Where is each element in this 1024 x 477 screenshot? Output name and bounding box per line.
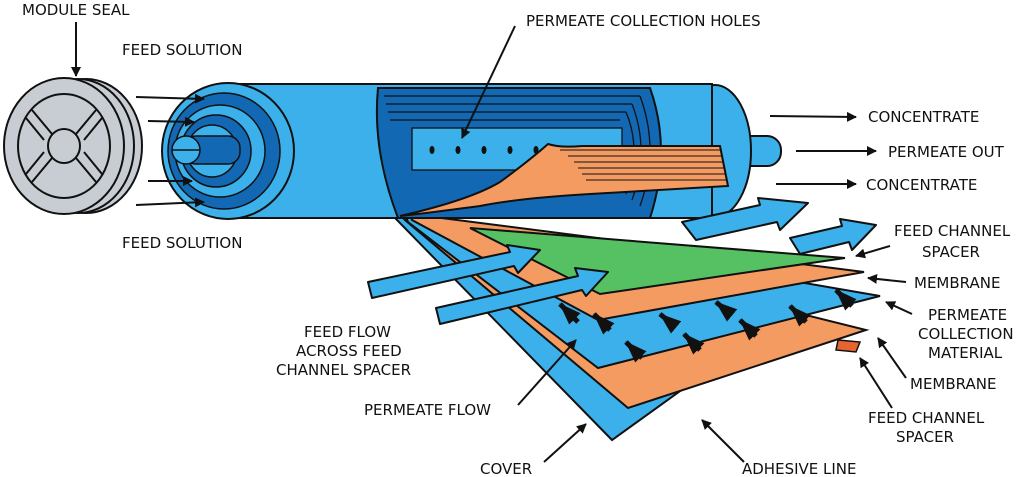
permeate-flow-arrows <box>558 288 857 363</box>
label-feed-flow-3: CHANNEL SPACER <box>276 361 411 379</box>
permeate-arrow <box>738 318 761 341</box>
feed-flow-arrow-2 <box>435 267 609 325</box>
label-feed-flow-1: FEED FLOW <box>304 323 391 341</box>
pointer-arrows <box>71 22 913 463</box>
permeate-arrow <box>682 332 705 355</box>
feed-inlet-arrow <box>147 116 195 127</box>
cover-pointer <box>543 423 587 463</box>
feed-channel-spacer-bottom-pointer <box>859 357 893 409</box>
text-labels: MODULE SEAL FEED SOLUTION FEED SOLUTION … <box>22 1 1014 477</box>
label-feed-solution-top: FEED SOLUTION <box>122 41 242 59</box>
label-permeate-collection-holes: PERMEATE COLLECTION HOLES <box>526 12 761 30</box>
permeate-collection-holes <box>429 146 539 154</box>
feed-flow-arrow-3 <box>681 197 809 241</box>
membrane-bottom-pointer <box>877 337 907 379</box>
label-concentrate-top: CONCENTRATE <box>868 108 979 126</box>
permeate-flow-pointer <box>517 339 577 406</box>
feed-flow-arrow-1 <box>367 244 541 299</box>
label-concentrate-bottom: CONCENTRATE <box>866 176 977 194</box>
label-permeate-out: PERMEATE OUT <box>888 143 1005 161</box>
feed-channel-spacer-top-pointer <box>855 245 891 259</box>
permeate-arrow <box>558 302 581 325</box>
module-body <box>161 82 782 220</box>
adhesive-line-pointer <box>701 419 745 463</box>
label-permeate-collection-material-2: COLLECTION <box>918 325 1014 343</box>
label-feed-channel-spacer-top-2: SPACER <box>922 243 980 261</box>
permeate-arrow <box>834 288 857 311</box>
membrane-top-pointer <box>867 273 907 284</box>
label-feed-solution-bottom: FEED SOLUTION <box>122 234 242 252</box>
seal-spokes <box>25 109 103 183</box>
label-module-seal: MODULE SEAL <box>22 1 130 19</box>
label-membrane-top: MEMBRANE <box>914 274 1000 292</box>
sheet-stack-lines <box>560 149 727 181</box>
label-feed-channel-spacer-top-1: FEED CHANNEL <box>894 222 1011 240</box>
feed-flow-arrows <box>367 197 877 325</box>
label-feed-channel-spacer-bottom-2: SPACER <box>896 428 954 446</box>
permeate-arrow <box>658 312 682 334</box>
label-feed-channel-spacer-bottom-1: FEED CHANNEL <box>868 409 985 427</box>
permeate-holes-pointer <box>461 25 516 139</box>
feed-inlet-arrow <box>135 93 205 104</box>
module-seal <box>3 77 143 215</box>
feed-inlet-arrow <box>135 197 205 208</box>
label-adhesive-line: ADHESIVE LINE <box>742 460 857 477</box>
permeate-arrow <box>714 300 738 322</box>
label-permeate-collection-material-3: MATERIAL <box>928 344 1003 362</box>
concentrate-top-arrow <box>769 111 857 122</box>
permeate-arrow <box>788 304 811 327</box>
label-membrane-bottom: MEMBRANE <box>910 375 996 393</box>
permeate-collection-material-pointer <box>885 301 913 315</box>
label-permeate-flow: PERMEATE FLOW <box>364 401 491 419</box>
feed-channel-spacer-top-layer <box>469 227 846 296</box>
feed-channel-spacer-bottom-layer <box>835 339 862 353</box>
label-feed-flow-2: ACROSS FEED <box>296 342 402 360</box>
feed-flow-arrow-4 <box>789 218 877 255</box>
permeate-arrow <box>624 340 647 363</box>
label-permeate-collection-material-1: PERMEATE <box>928 306 1007 324</box>
label-cover: COVER <box>480 460 532 477</box>
permeate-arrow <box>592 312 615 335</box>
